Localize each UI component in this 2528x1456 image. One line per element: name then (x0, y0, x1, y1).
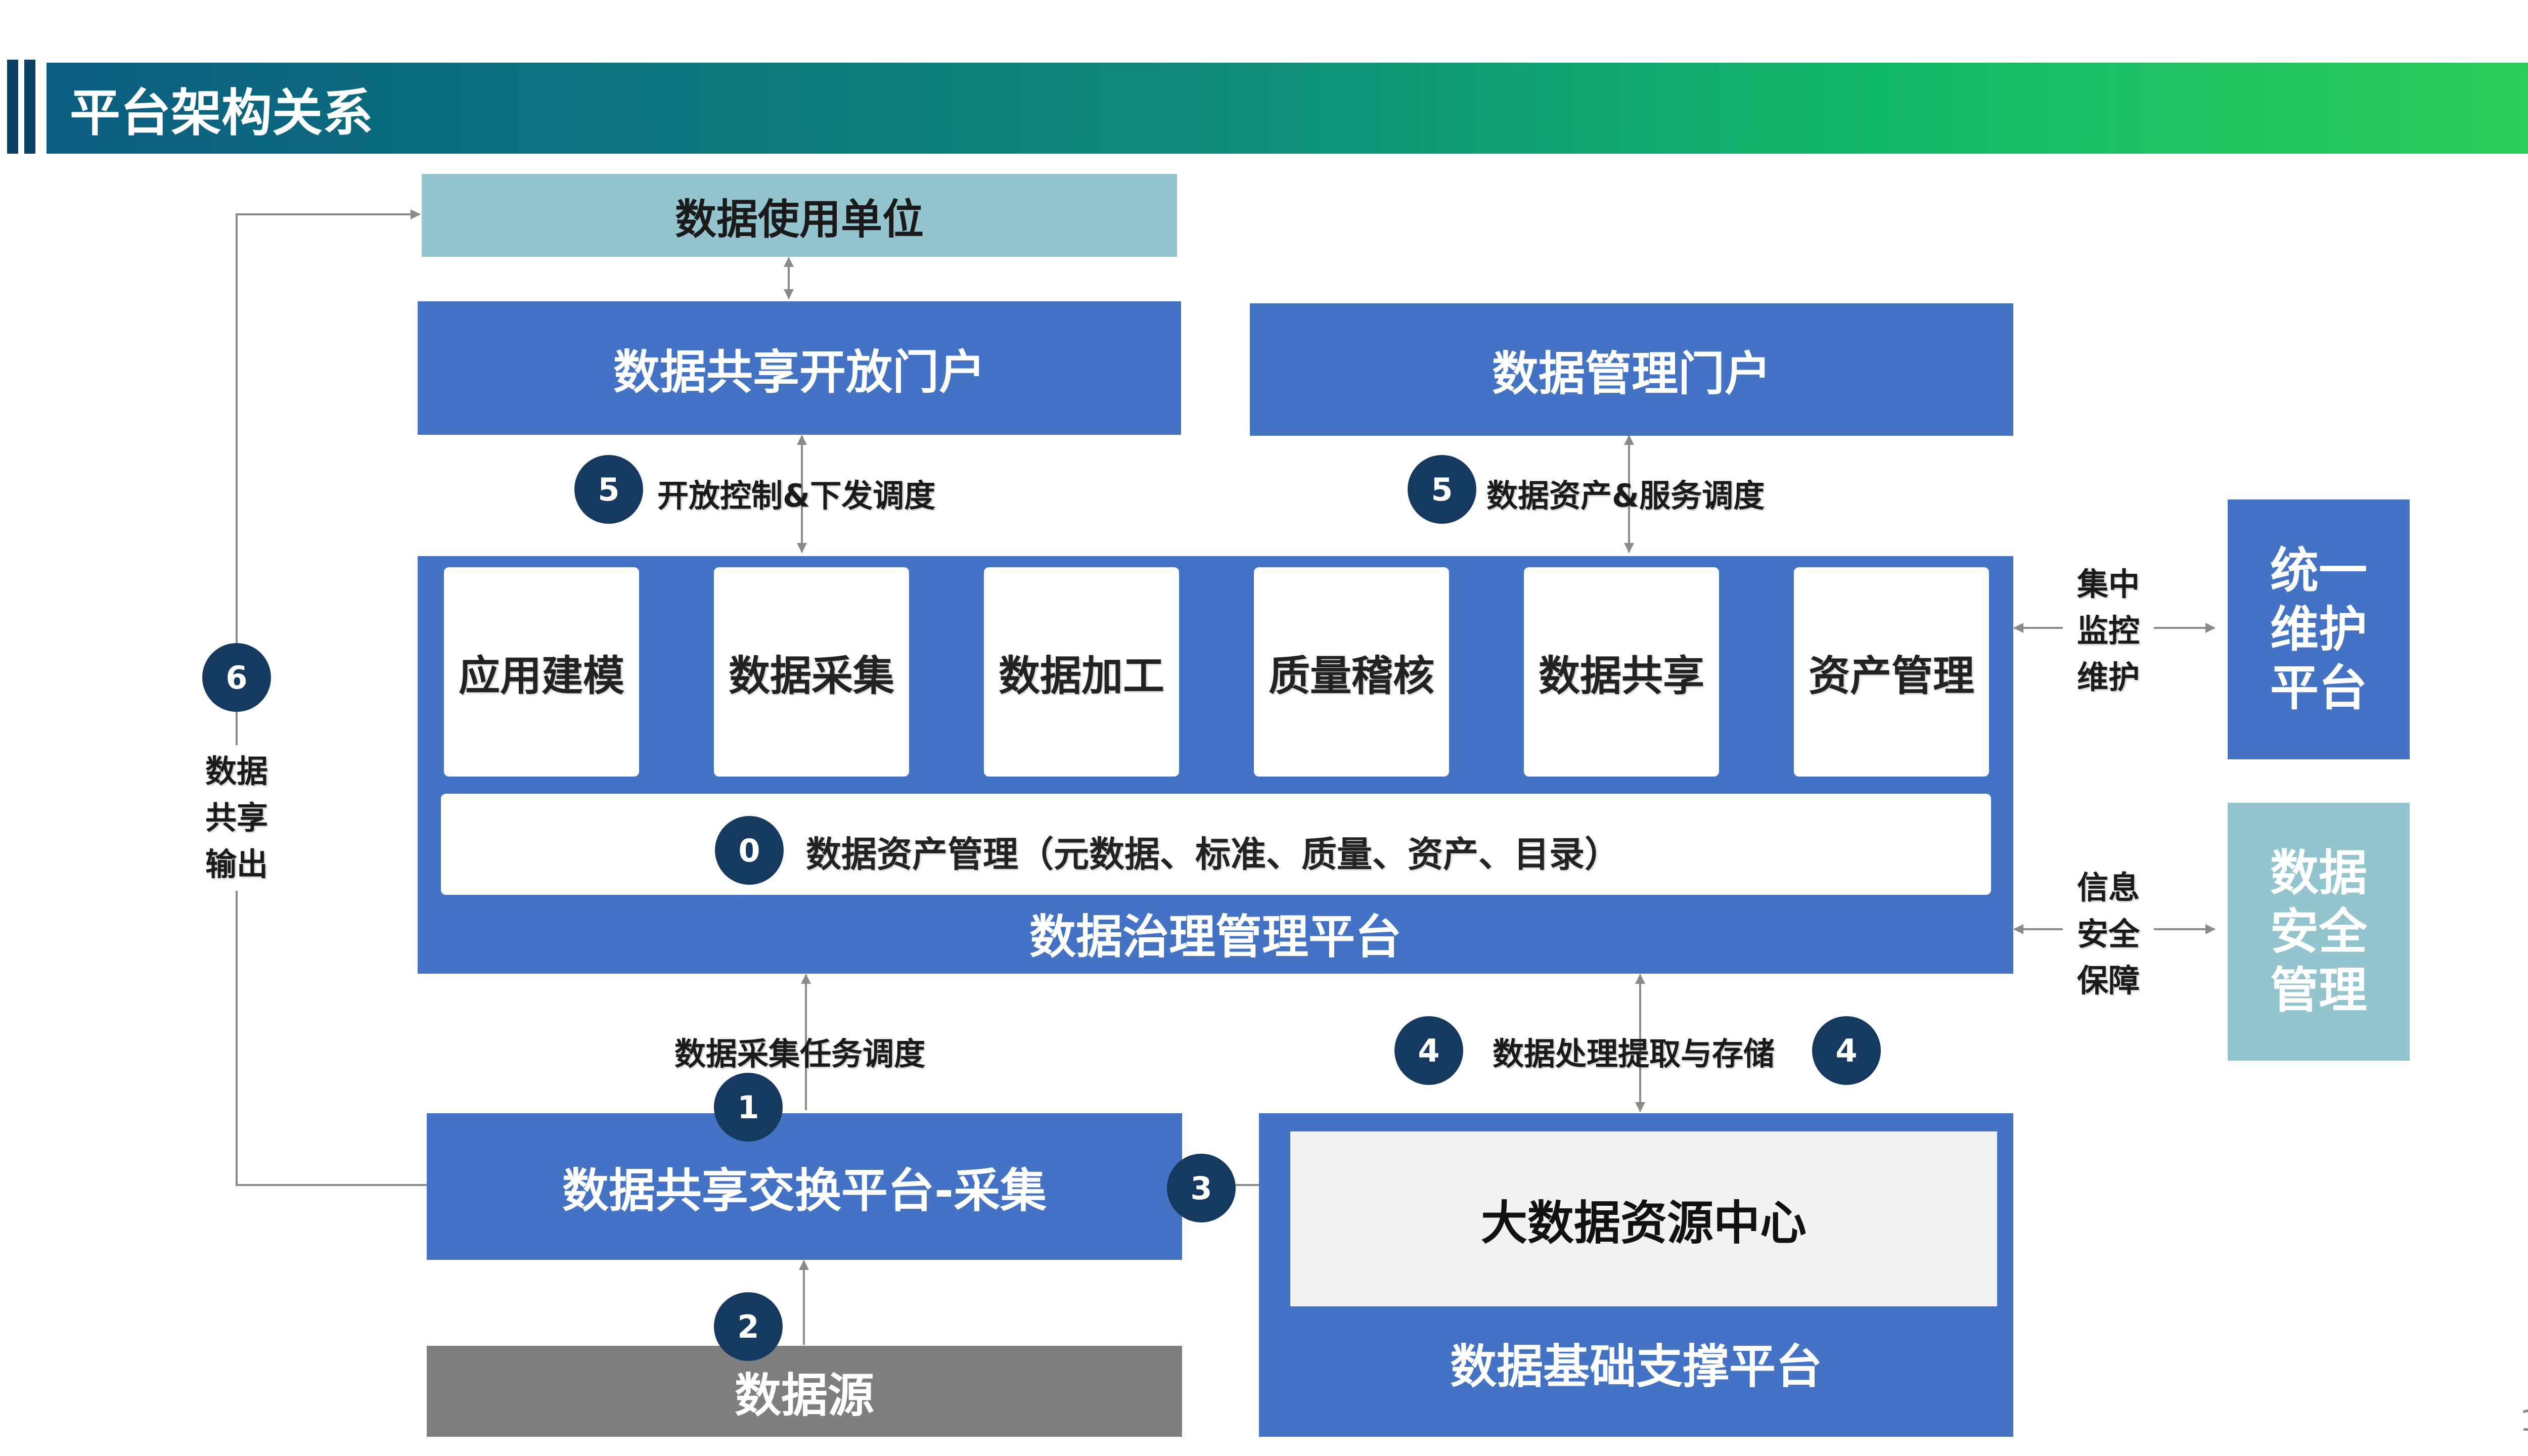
process-processing: 数据加工 (984, 567, 1179, 777)
data-source-box: 数据源 (427, 1346, 1182, 1437)
process-modeling: 应用建模 (444, 567, 639, 777)
label-centralized-monitor: 集中监控维护 (2076, 566, 2140, 696)
header-bar: 平台架构关系 (47, 63, 2528, 154)
header-accent-bar (24, 60, 35, 154)
process-quality-audit: 质量稽核 (1254, 567, 1449, 777)
step-badge-4: 4 (1394, 1016, 1463, 1085)
process-collection: 数据采集 (714, 567, 909, 777)
governance-platform-box (418, 556, 2013, 974)
label-share-output: 数据共享输出 (198, 745, 275, 891)
asset-management-bar (441, 794, 1991, 895)
label-collection-task: 数据采集任务调度 (674, 1035, 926, 1072)
data-security-box: 数据安全管理 (2228, 803, 2410, 1061)
process-asset-management: 资产管理 (1794, 567, 1989, 777)
step-badge-5: 5 (1408, 455, 1476, 524)
process-sharing: 数据共享 (1524, 567, 1719, 777)
label-processing-storage: 数据处理提取与存储 (1493, 1035, 1775, 1072)
step-badge-5: 5 (574, 455, 643, 524)
header-accent-bar (7, 60, 18, 154)
arrow-share-output (236, 209, 427, 1186)
data-management-portal-box: 数据管理门户 (1250, 303, 2013, 436)
page-title: 平台架构关系 (70, 83, 373, 143)
page-number: 11 (2520, 1403, 2528, 1438)
step-badge-0: 0 (715, 816, 784, 885)
step-badge-4: 4 (1812, 1016, 1881, 1085)
big-data-center-box: 大数据资源中心 (1290, 1131, 1997, 1306)
foundation-platform-title: 数据基础支撑平台 (1450, 1339, 1822, 1394)
asset-management-text: 数据资产管理（元数据、标准、质量、资产、目录） (806, 834, 1620, 875)
step-badge-3: 3 (1167, 1154, 1236, 1222)
exchange-platform-box: 数据共享交换平台-采集 (427, 1113, 1182, 1260)
step-badge-1: 1 (714, 1073, 783, 1142)
governance-platform-title: 数据治理管理平台 (1029, 909, 1402, 964)
data-users-box: 数据使用单位 (422, 174, 1177, 257)
unified-maintenance-box: 统一维护平台 (2228, 499, 2410, 759)
step-badge-6: 6 (202, 643, 271, 712)
label-open-control: 开放控制&下发调度 (657, 477, 936, 514)
data-sharing-portal-box: 数据共享开放门户 (418, 301, 1181, 435)
label-asset-service: 数据资产&服务调度 (1486, 477, 1765, 514)
step-badge-2: 2 (714, 1292, 783, 1361)
label-info-security: 信息安全保障 (2076, 869, 2140, 999)
